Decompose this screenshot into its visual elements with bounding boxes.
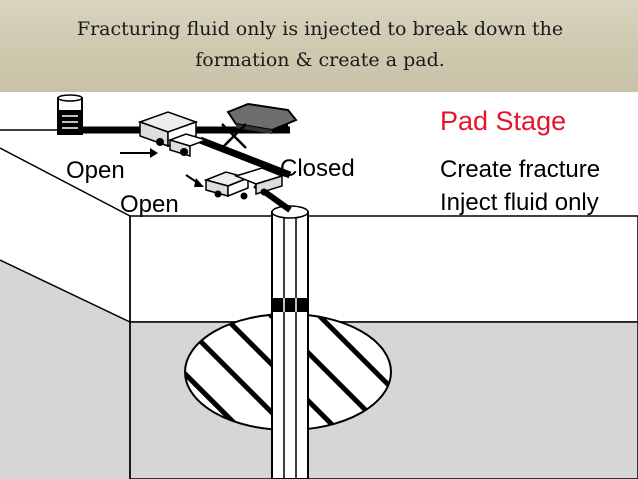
valve-label-open-1: Open bbox=[66, 157, 125, 184]
stage-description-line-1: Create fracture bbox=[440, 156, 600, 183]
pad-stage-diagram: Open Closed Open Pad Stage Create fractu… bbox=[0, 94, 638, 479]
formation-top-face bbox=[0, 132, 638, 216]
slide-caption: Fracturing fluid only is injected to bre… bbox=[40, 14, 600, 76]
arrow-icon bbox=[185, 174, 204, 187]
formation-left-lower-band bbox=[0, 260, 130, 479]
fluid-tank-icon bbox=[57, 94, 83, 135]
arrow-icon bbox=[120, 148, 158, 158]
packer bbox=[272, 298, 308, 312]
valve-label-closed: Closed bbox=[280, 155, 355, 182]
closed-valve-icon bbox=[221, 123, 247, 149]
caption-line-2: formation & create a pad. bbox=[195, 49, 445, 71]
caption-line-1: Fracturing fluid only is injected to bre… bbox=[76, 18, 564, 40]
pump-truck-icon bbox=[137, 111, 209, 158]
blender-truck-icon bbox=[203, 167, 285, 200]
slide-header: Fracturing fluid only is injected to bre… bbox=[0, 0, 638, 92]
stage-title: Pad Stage bbox=[440, 106, 566, 136]
stage-description-line-2: Inject fluid only bbox=[440, 189, 599, 216]
wellbore bbox=[271, 205, 309, 479]
surface-equipment bbox=[57, 94, 298, 213]
valve-label-open-2: Open bbox=[120, 191, 179, 218]
formation-front-upper bbox=[129, 215, 638, 323]
